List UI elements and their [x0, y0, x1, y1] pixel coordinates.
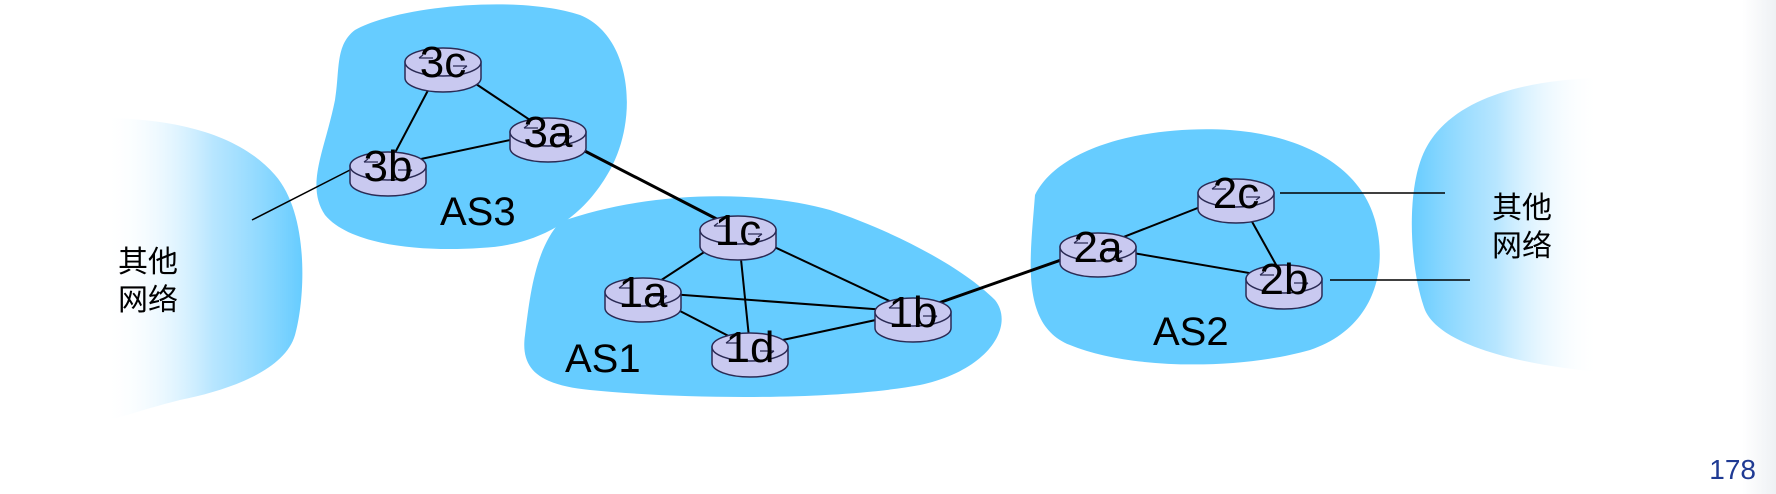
other-network-right-label-line1: 其他: [1492, 191, 1552, 226]
router-label: 1a: [619, 268, 668, 317]
router-2c: 2c: [1197, 169, 1275, 224]
router-arrows-icon: [1259, 271, 1309, 287]
router-3c: 3c: [404, 38, 482, 93]
router-arrows-icon: [618, 284, 668, 300]
router-3a: 3a: [509, 108, 587, 163]
router-label: 1b: [889, 288, 938, 337]
as1-cloud: [524, 196, 1002, 397]
as1-label: AS1: [565, 337, 641, 381]
router-1a: 1a: [604, 268, 682, 323]
router-arrows-icon: [418, 54, 468, 70]
slide-edge-strip: [1742, 0, 1776, 494]
router-arrows-icon: [1211, 185, 1261, 201]
router-1c: 1c: [699, 206, 777, 261]
router-label: 3c: [420, 38, 466, 87]
as2-label: AS2: [1153, 310, 1229, 354]
other-network-right-label-line2: 网络: [1492, 229, 1552, 264]
other-network-right-cloud: [1411, 78, 1600, 372]
external-links-layer: [251, 169, 1470, 281]
router-top: [604, 277, 682, 307]
router-label: 2c: [1213, 169, 1259, 218]
router-top: [874, 297, 952, 327]
other-network-left-label-line2: 网络: [118, 283, 178, 318]
other-network-left-cloud: [105, 118, 303, 420]
router-label: 1d: [726, 323, 775, 372]
router-label: 2a: [1074, 223, 1123, 272]
router-top: [1245, 264, 1323, 294]
as3-label: AS3: [440, 190, 516, 234]
router-2b: 2b: [1245, 255, 1323, 310]
router-arrows-icon: [888, 304, 938, 320]
other-network-left-label-line1: 其他: [118, 245, 178, 280]
router-top: [711, 332, 789, 362]
router-2a: 2a: [1059, 223, 1137, 278]
router-arrows-icon: [725, 339, 775, 355]
router-label: 2b: [1260, 255, 1309, 304]
external-link-3b: [251, 169, 351, 221]
router-label: 3b: [364, 142, 413, 191]
router-label: 1c: [715, 206, 761, 255]
router-arrows-icon: [523, 124, 573, 140]
router-top: [509, 117, 587, 147]
router-1b: 1b: [874, 288, 952, 343]
router-label: 3a: [524, 108, 573, 157]
router-3b: 3b: [349, 142, 427, 197]
router-1d: 1d: [711, 323, 789, 378]
routers-layer: 3c 3a 3b 1c 1a 1b 1d 2c 2a 2b: [349, 38, 1323, 378]
router-top: [699, 215, 777, 245]
router-arrows-icon: [713, 222, 763, 238]
router-arrows-icon: [363, 158, 413, 174]
router-arrows-icon: [1073, 239, 1123, 255]
router-top: [404, 47, 482, 77]
router-top: [1197, 178, 1275, 208]
link-1a-1b: [642, 291, 914, 313]
router-top: [349, 151, 427, 181]
router-top: [1059, 232, 1137, 262]
page-number: 178: [1709, 454, 1756, 485]
